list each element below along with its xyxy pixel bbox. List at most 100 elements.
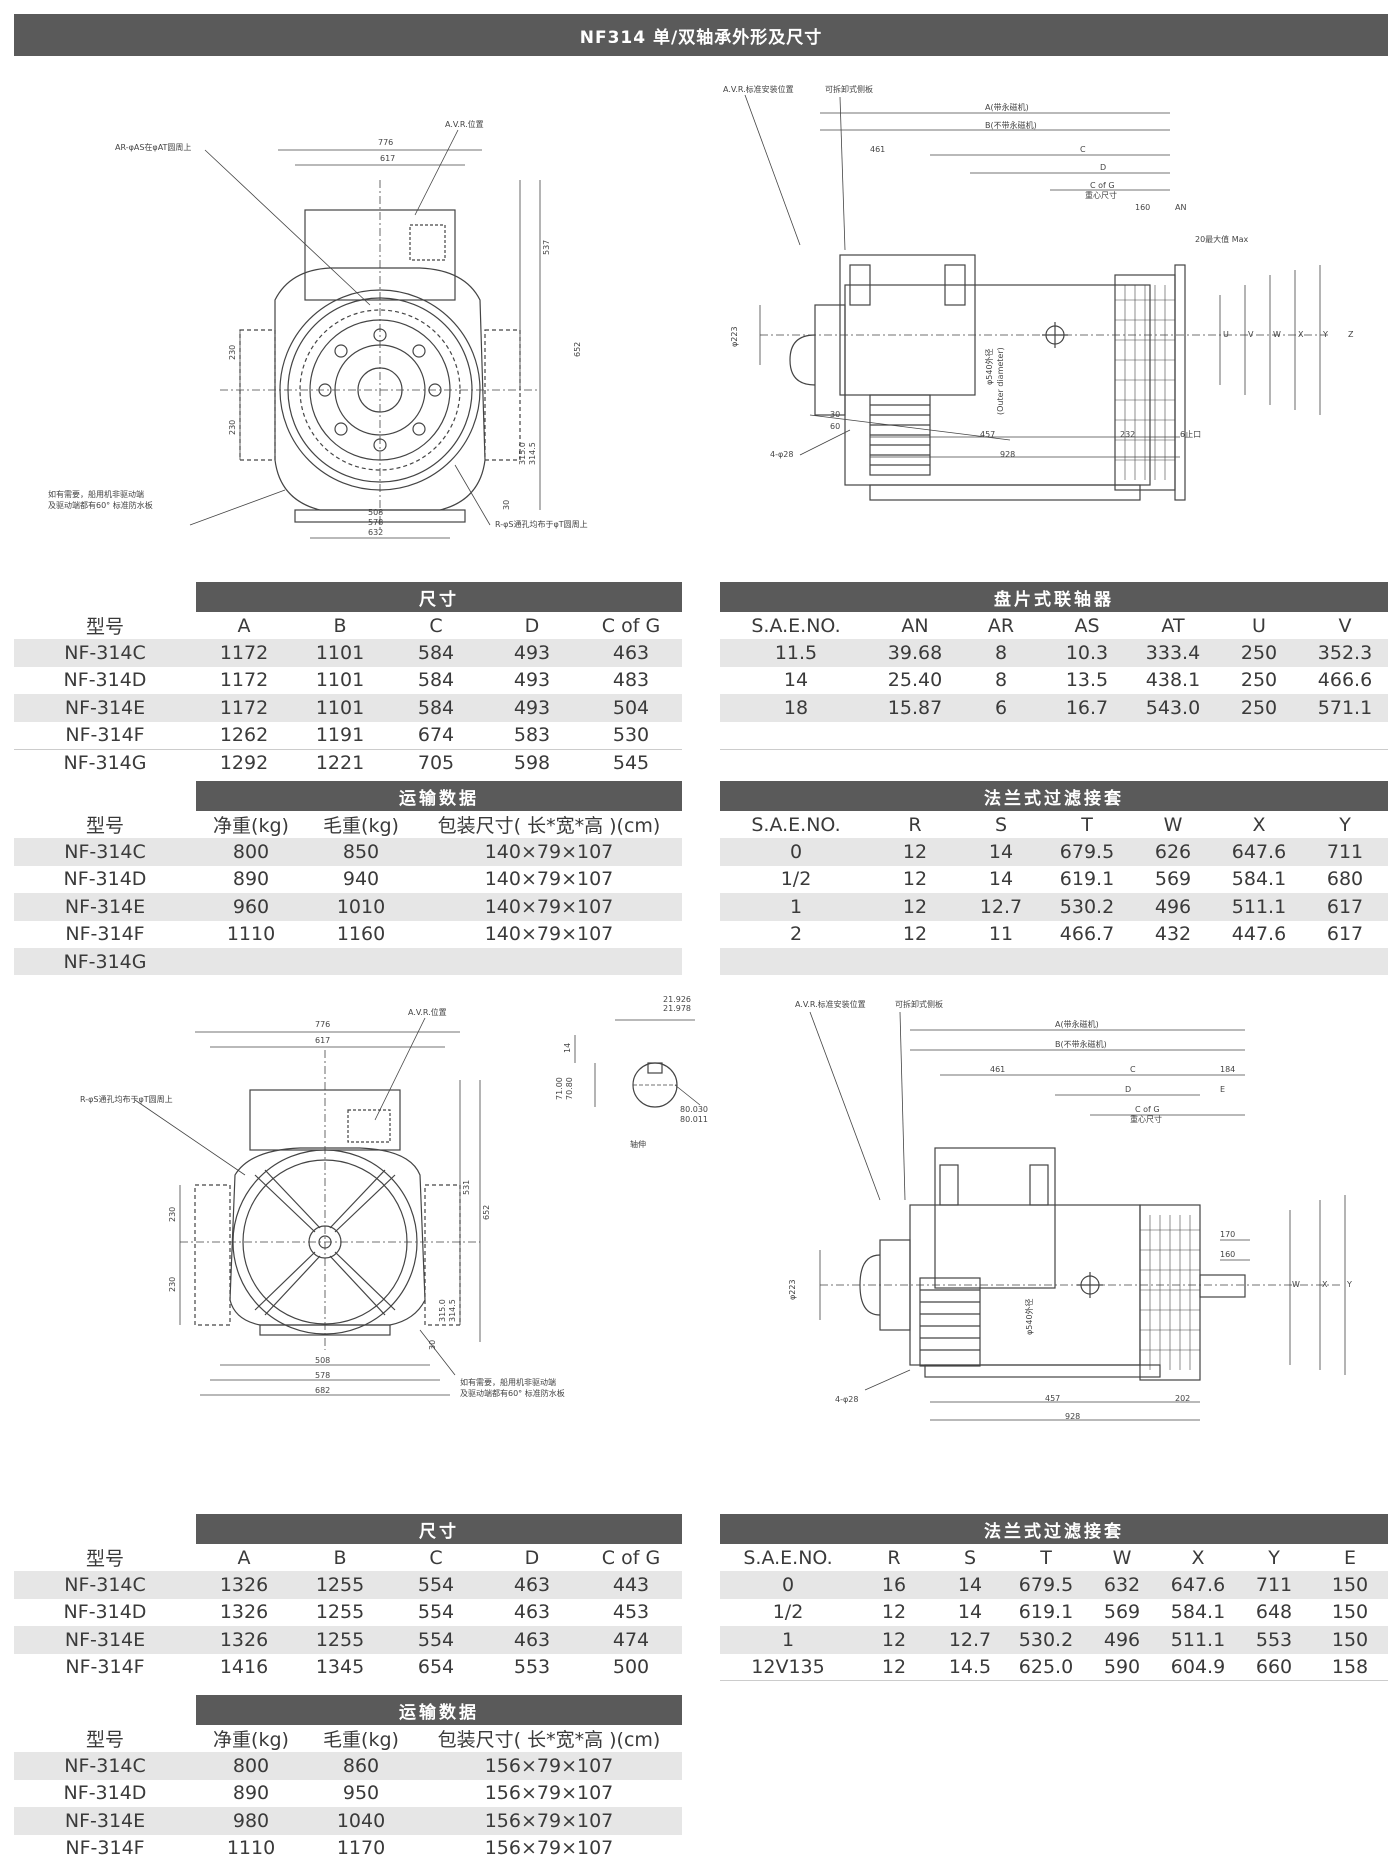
- dim-230-bottom: 230: [168, 1276, 177, 1292]
- column-headers: S.A.E.NO. AN AR AS AT U V: [751, 614, 1352, 637]
- dim-e: E: [1220, 1085, 1226, 1094]
- table-header: 尺寸: [14, 1514, 682, 1544]
- front-view-drawing-2: R-φS通孔均布于φT圆周上 A.V.R.位置 776 617 531 652 …: [60, 1000, 565, 1430]
- shaft-detail-svg: [574, 1019, 701, 1108]
- dim-14: 14: [563, 1042, 572, 1053]
- dim-202: 202: [1175, 1394, 1191, 1403]
- table-header: 运输数据: [14, 1695, 682, 1725]
- dim-314-5: 314.5: [448, 1299, 457, 1322]
- dim-230-bottom: 230: [228, 419, 237, 435]
- dim-508: 508: [368, 508, 384, 517]
- dim-537: 537: [542, 239, 551, 255]
- table-row: [720, 748, 1388, 776]
- column-headers: S.A.E.NO. R S T W X Y: [751, 813, 1351, 836]
- dim-776: 776: [378, 138, 394, 147]
- label-b-without-pmg: B(不带永磁机): [985, 121, 1037, 130]
- label-b-without-pmg: B(不带永磁机): [1055, 1040, 1107, 1049]
- label-shaft-extension: 轴伸: [630, 1140, 646, 1149]
- table-row: NF-314D 1326 1255 554 463 453: [63, 1601, 650, 1624]
- table-row: 1 12 12.7 530.2 496 511.1 553 150: [720, 1626, 1388, 1654]
- label-avr-standard: A.V.R.标准安装位置: [795, 1000, 866, 1009]
- dim-w: W: [1273, 330, 1281, 339]
- table-header: 尺寸: [14, 582, 682, 612]
- label-removable-cover: 可拆卸式侧板: [825, 85, 873, 94]
- dim-315-0: 315.0: [518, 442, 527, 465]
- table-row: 1 12 12.7 530.2 496 511.1 617: [720, 893, 1388, 921]
- table-row: 11.5 39.68 8 10.3 333.4 250 352.3: [720, 639, 1388, 667]
- table-title: 运输数据: [196, 1695, 682, 1725]
- dim-578: 578: [315, 1371, 331, 1380]
- label-outer-dia: φ540外径: [1025, 1298, 1034, 1335]
- dim-682: 682: [315, 1386, 331, 1395]
- label-cog-sub: 重心尺寸: [1130, 1115, 1162, 1124]
- column-headers: 型号 净重(kg) 毛重(kg) 包装尺寸( 长*宽*高 )(cm): [85, 1729, 661, 1752]
- label-holes-28: 4-φ28: [835, 1395, 859, 1404]
- side-view-svg-1: [744, 94, 1330, 501]
- table-row: 0 12 14 679.5 626 647.6 711: [720, 838, 1388, 866]
- dim-d: D: [1100, 163, 1107, 172]
- column-headers: 型号 A B C D C of G: [85, 1546, 661, 1571]
- dim-x: X: [1322, 1280, 1328, 1289]
- column-headers: S.A.E.NO. R S T W X Y E: [743, 1546, 1356, 1569]
- dim-160: 160: [1135, 203, 1151, 212]
- table-row: NF-314F 1416 1345 654 553 500: [65, 1656, 650, 1679]
- label-rs-holes: R-φS通孔均布于φT圆周上: [80, 1095, 173, 1104]
- dim-315-0: 315.0: [438, 1299, 447, 1322]
- table-row: NF-314E 980 1040 156×79×107: [14, 1807, 682, 1835]
- table-row: NF-314C 1326 1255 554 463 443: [14, 1571, 682, 1599]
- label-rs-holes: R-φS通孔均布于φT圆周上: [495, 520, 588, 529]
- label-holes-28: 4-φ28: [770, 450, 794, 459]
- dim-160: 160: [1220, 1250, 1236, 1259]
- dim-w: W: [1292, 1280, 1300, 1289]
- label-spigot: 6止口: [1180, 430, 1202, 439]
- table-row: 14 25.40 8 13.5 438.1 250 466.6: [783, 669, 1373, 692]
- table-row: NF-314E 960 1010 140×79×107: [14, 893, 682, 921]
- table-row: NF-314D 890 950 156×79×107: [63, 1782, 614, 1805]
- table-row: NF-314C 800 850 140×79×107: [14, 838, 682, 866]
- dim-314-5: 314.5: [528, 442, 537, 465]
- label-a-with-pmg: A(带永磁机): [1055, 1020, 1099, 1029]
- table-row: 12V135 12 14.5 625.0 590 604.9 660 158: [720, 1654, 1388, 1681]
- table-flange-1: 法兰式过滤接套 S.A.E.NO. R S T W X Y 0 12 14 67…: [720, 781, 1388, 976]
- table-row: NF-314C 1172 1101 584 493 463: [14, 639, 682, 667]
- table-row: NF-314G 1292 1221 705 598 545: [14, 748, 682, 776]
- dim-531: 531: [462, 1179, 471, 1195]
- front-view-svg-1: [189, 129, 541, 539]
- dim-457: 457: [980, 430, 996, 439]
- table-shipping-1: 运输数据 型号 净重(kg) 毛重(kg) 包装尺寸( 长*宽*高 )(cm) …: [14, 781, 682, 976]
- dim-30: 30: [502, 499, 511, 510]
- table-header: 法兰式过滤接套: [720, 781, 1388, 811]
- dim-30: 30: [428, 1339, 437, 1350]
- table-row: NF-314D 1172 1101 584 493 483: [63, 669, 650, 692]
- table-row: 1/2 12 14 619.1 569 584.1 680: [780, 868, 1364, 891]
- label-outer-dia-en: (Outer diameter): [996, 347, 1005, 415]
- dim-30: 30: [830, 410, 841, 419]
- table-title: 尺寸: [196, 582, 682, 612]
- dim-z: Z: [1348, 330, 1354, 339]
- table-row: NF-314D 890 940 140×79×107: [63, 868, 614, 891]
- side-view-drawing-1: A.V.R.标准安装位置 可拆卸式侧板 A(带永磁机) B(不带永磁机) 461…: [720, 85, 1380, 555]
- label-an: AN: [1175, 203, 1187, 212]
- label-avr-position: A.V.R.位置: [408, 1008, 447, 1017]
- dim-652: 652: [482, 1204, 491, 1220]
- table-row: NF-314E 1172 1101 584 493 504: [14, 694, 682, 722]
- dim-457: 457: [1045, 1394, 1061, 1403]
- column-headers: 型号 A B C D C of G: [85, 614, 661, 639]
- label-removable-cover: 可拆卸式侧板: [895, 1000, 943, 1009]
- dim-230-top: 230: [228, 344, 237, 360]
- dim-632: 632: [368, 528, 384, 537]
- label-max: 20最大值 Max: [1195, 235, 1249, 244]
- table-dimensions-2: 尺寸 型号 A B C D C of G NF-314C 1326 1255 5…: [14, 1514, 682, 1681]
- table-header: 运输数据: [14, 781, 682, 811]
- dim-652: 652: [573, 341, 582, 357]
- dim-d223: φ223: [788, 1279, 797, 1300]
- label-a-with-pmg: A(带永磁机): [985, 103, 1029, 112]
- dim-170: 170: [1220, 1230, 1236, 1239]
- table-flange-2: 法兰式过滤接套 S.A.E.NO. R S T W X Y E 0 16 14 …: [720, 1514, 1388, 1681]
- table-row: [720, 947, 1388, 976]
- dim-71-00: 71.00: [555, 1077, 564, 1100]
- table-title: 法兰式过滤接套: [720, 781, 1388, 811]
- table-dimensions-1: 尺寸 型号 A B C D C of G NF-314C 1172 1101 5…: [14, 582, 682, 776]
- dim-x: X: [1298, 330, 1304, 339]
- table-row: NF-314G: [14, 947, 682, 976]
